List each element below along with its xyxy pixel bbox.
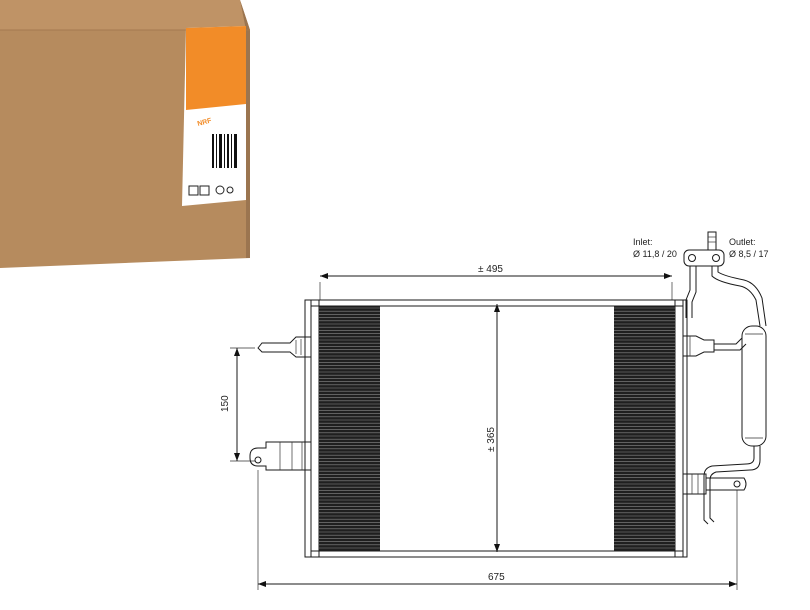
inlet-callout: Inlet: Ø 11,8 / 20 xyxy=(633,237,677,259)
height-core-label: ± 365 xyxy=(486,427,497,452)
pipe-fittings xyxy=(682,231,767,525)
dimension-center: ± 365 xyxy=(486,304,500,552)
inlet-label: Inlet: xyxy=(633,237,653,247)
brand-logo: NRF xyxy=(197,117,213,128)
mount-bracket-upper-left xyxy=(257,336,312,358)
width-top-label: ± 495 xyxy=(478,264,503,275)
outlet-value: Ø 8,5 / 17 xyxy=(729,249,769,259)
barcode xyxy=(212,134,237,168)
dimension-bottom: 675 xyxy=(257,470,738,590)
mount-bracket-lower-left xyxy=(249,441,312,471)
outlet-label: Outlet: xyxy=(729,237,756,247)
cardboard-box: NRF xyxy=(0,0,250,268)
condenser-core xyxy=(304,299,688,558)
mount-spacing-label: 150 xyxy=(220,395,231,412)
box-label: NRF xyxy=(182,26,246,206)
dimension-top: ± 495 xyxy=(319,264,673,300)
dimension-left: 150 xyxy=(220,347,255,462)
fin-pattern-left xyxy=(319,306,380,551)
fin-pattern-right xyxy=(614,306,675,551)
certification-icons xyxy=(188,185,234,196)
width-bottom-label: 675 xyxy=(488,572,505,583)
inlet-value: Ø 11,8 / 20 xyxy=(633,249,677,259)
outlet-callout: Outlet: Ø 8,5 / 17 xyxy=(729,237,769,259)
